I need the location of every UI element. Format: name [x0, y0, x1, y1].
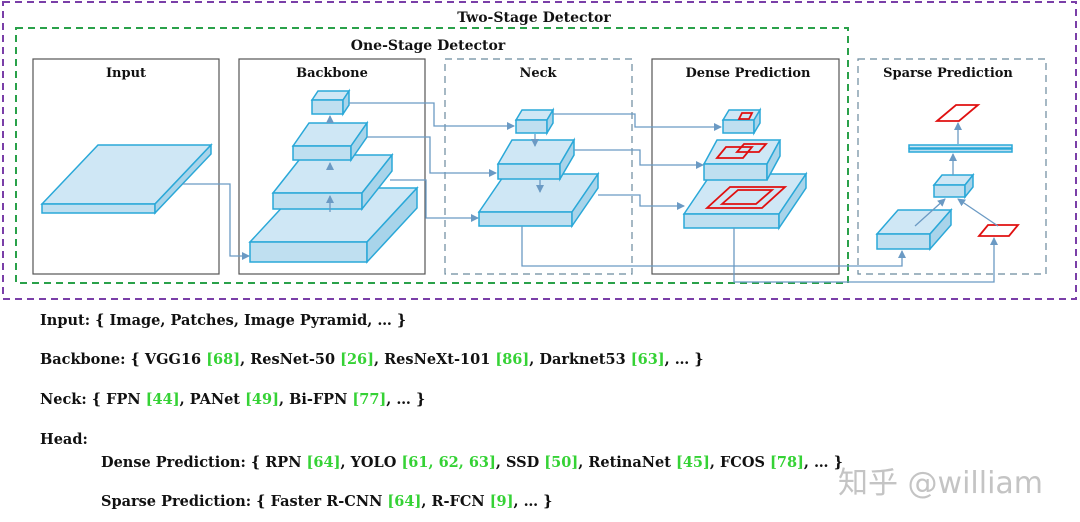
backbone-block-4 [310, 88, 351, 117]
backbone-box-label: Backbone [296, 66, 368, 81]
connector-arrows [183, 102, 999, 283]
dense-prediction-box [651, 58, 840, 275]
neck-box [444, 58, 633, 275]
input-box [32, 58, 220, 275]
dense-block-1 [682, 171, 808, 231]
backbone-box [238, 58, 426, 275]
one-stage-frame [15, 27, 849, 284]
backbone-block-3 [291, 120, 369, 163]
sparse-fc-layer [908, 144, 1013, 153]
backbone-block-2 [271, 152, 394, 212]
input-image-block [40, 143, 213, 215]
input-box-label: Input [106, 66, 146, 81]
sparse-roi-block [875, 208, 953, 251]
sparse-feature-block [932, 172, 975, 200]
neck-block-2 [496, 137, 576, 182]
sparse-prediction-box [857, 58, 1047, 275]
two-stage-title: Two-Stage Detector [457, 10, 611, 26]
neck-block-1 [477, 171, 600, 229]
neck-box-label: Neck [519, 66, 557, 81]
sparse-prediction-output-boxes [934, 104, 1020, 237]
dense-prediction-box-label: Dense Prediction [685, 66, 811, 81]
neck-block-3 [514, 107, 555, 136]
dense-prediction-anchor-boxes [704, 112, 788, 209]
sparse-prediction-box-label: Sparse Prediction [883, 66, 1013, 81]
one-stage-title: One-Stage Detector [351, 38, 506, 54]
